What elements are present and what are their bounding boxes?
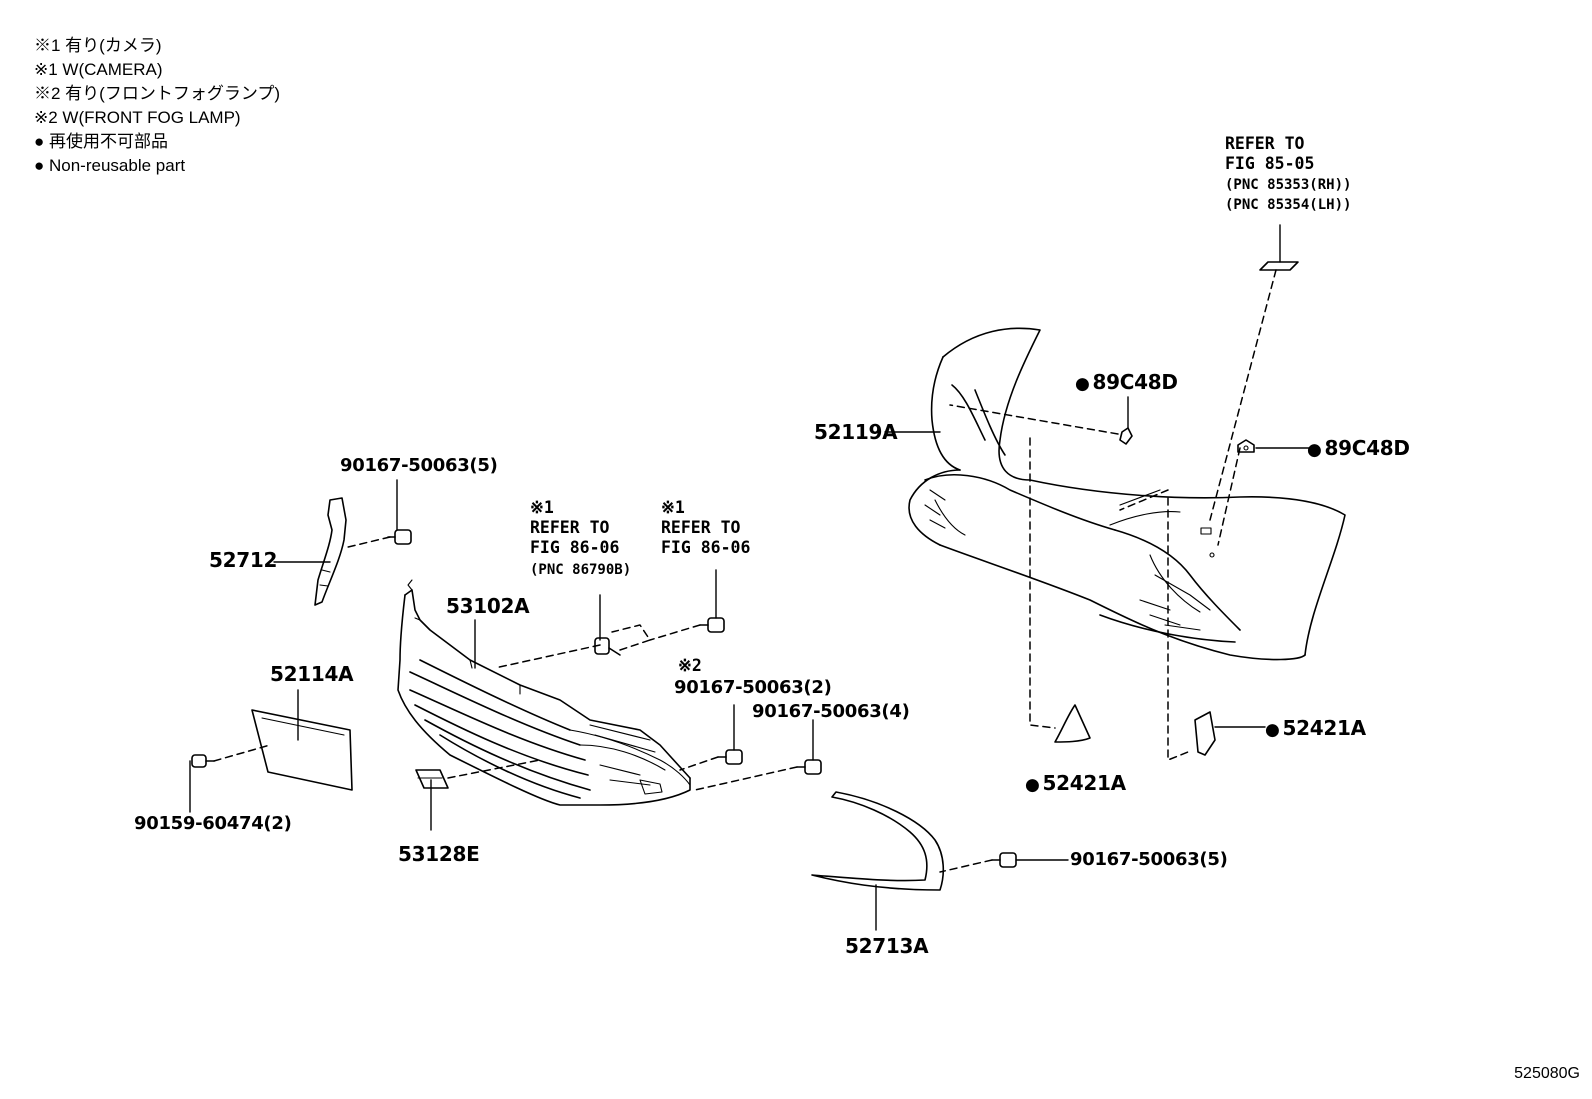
part-label-90167-50063-5-a[interactable]: 90167-50063(5) xyxy=(340,455,498,476)
part-label-90167-50063-5-b[interactable]: 90167-50063(5) xyxy=(1070,849,1228,870)
part-label-52119a[interactable]: 52119A xyxy=(814,420,898,444)
bumper-cover-drawing xyxy=(908,327,1346,661)
part-label-90167-50063-4[interactable]: 90167-50063(4) xyxy=(752,701,910,722)
part-52713a-drawing xyxy=(811,791,945,891)
clip-89c48d-b-drawing xyxy=(1237,439,1255,453)
legend-line-5: ● 再使用不可部品 xyxy=(34,132,168,151)
part-label-52421a-b[interactable]: 52421A xyxy=(1265,718,1367,740)
part-52114a-drawing xyxy=(251,709,353,791)
part-52421a-a-drawing xyxy=(1054,704,1091,743)
part-label-52713a[interactable]: 52713A xyxy=(845,934,929,958)
note-mark-2: ※2 xyxy=(678,656,702,675)
part-label-52114a[interactable]: 52114A xyxy=(270,662,354,686)
part-label-89c48d-b[interactable]: 89C48D xyxy=(1307,438,1410,460)
part-label-53102a[interactable]: 53102A xyxy=(446,594,530,618)
part-label-90159-60474-2[interactable]: 90159-60474(2) xyxy=(134,813,292,834)
part-52421a-b-drawing xyxy=(1194,711,1216,756)
part-label-52421a-a[interactable]: 52421A xyxy=(1025,773,1127,795)
part-label-52712[interactable]: 52712 xyxy=(209,548,278,572)
clip-89c48d-a-drawing xyxy=(1119,427,1133,445)
legend-line-6: ● Non-reusable part xyxy=(34,156,186,175)
fastener-drawings xyxy=(191,529,1017,868)
part-label-89c48d-a[interactable]: 89C48D xyxy=(1075,372,1178,394)
refer-note-86-06-b[interactable]: ※1 REFER TO FIG 86-06 xyxy=(661,498,751,557)
leader-lines xyxy=(189,224,1311,931)
legend-line-3: ※2 有り(フロントフォグランプ) xyxy=(34,84,280,103)
part-label-90167-50063-2[interactable]: 90167-50063(2) xyxy=(674,677,832,698)
grille-drawing xyxy=(397,579,691,806)
legend-line-2: ※1 W(CAMERA) xyxy=(34,60,163,79)
refer-note-86-06-a[interactable]: ※1 REFER TO FIG 86-06 xyxy=(530,498,620,557)
part-53128e-drawing xyxy=(415,769,449,789)
part-label-53128e[interactable]: 53128E xyxy=(398,842,480,866)
refer-note-85-05-pnc: (PNC 85353(RH)) (PNC 85354(LH)) xyxy=(1225,177,1352,213)
part-52712-drawing xyxy=(314,497,347,606)
refer-note-85-05[interactable]: REFER TO FIG 85-05 xyxy=(1225,134,1315,173)
refer-part-85-05-drawing xyxy=(1259,261,1299,271)
figure-id: 525080G xyxy=(1514,1065,1580,1082)
assembly-dash-lines xyxy=(213,269,1277,873)
bullet-icon: ● xyxy=(34,156,49,175)
bullet-icon: ● xyxy=(34,132,49,151)
refer-note-86-06-a-pnc: (PNC 86790B) xyxy=(530,562,632,578)
legend-line-4: ※2 W(FRONT FOG LAMP) xyxy=(34,108,241,127)
legend-line-1: ※1 有り(カメラ) xyxy=(34,36,162,55)
legend: ※1 有り(カメラ) ※1 W(CAMERA) ※2 有り(フロントフォグランプ… xyxy=(34,34,280,178)
